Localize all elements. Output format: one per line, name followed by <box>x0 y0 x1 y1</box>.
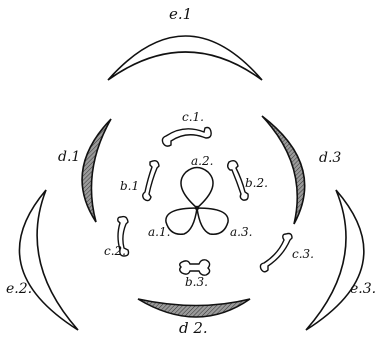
crescent-d3 <box>262 116 305 224</box>
label-a2: a.2. <box>191 154 213 168</box>
label-b2: b.2. <box>245 176 268 190</box>
label-c3: c.3. <box>292 247 314 261</box>
label-d1: d.1 <box>58 149 80 165</box>
bone-b1 <box>143 161 159 201</box>
petal-a3 <box>197 208 228 234</box>
label-c2: c.2. <box>104 244 126 258</box>
label-d2: d 2. <box>179 319 208 337</box>
bone-b3 <box>180 260 210 275</box>
label-a1: a.1. <box>148 225 170 239</box>
label-b1: b.1 <box>120 179 139 193</box>
crescent-e1 <box>108 36 262 80</box>
label-d3: d.3 <box>319 150 341 166</box>
pistil-center <box>195 206 199 210</box>
label-e2: e.2. <box>6 281 32 297</box>
crescent-d1 <box>82 119 111 222</box>
label-c1: c.1. <box>182 110 204 124</box>
petal-a1 <box>166 208 197 234</box>
crescent-e2 <box>19 190 78 330</box>
bone-c3 <box>260 234 292 272</box>
label-a3: a.3. <box>230 225 252 239</box>
label-e3: e.3. <box>350 281 376 297</box>
pistil <box>166 168 228 235</box>
label-e1: e.1 <box>169 5 192 23</box>
crescent-e3 <box>306 190 364 330</box>
label-b3: b.3. <box>185 275 208 289</box>
bone-c1 <box>162 128 211 147</box>
crescent-d2 <box>138 299 250 317</box>
petal-a2 <box>181 168 213 209</box>
